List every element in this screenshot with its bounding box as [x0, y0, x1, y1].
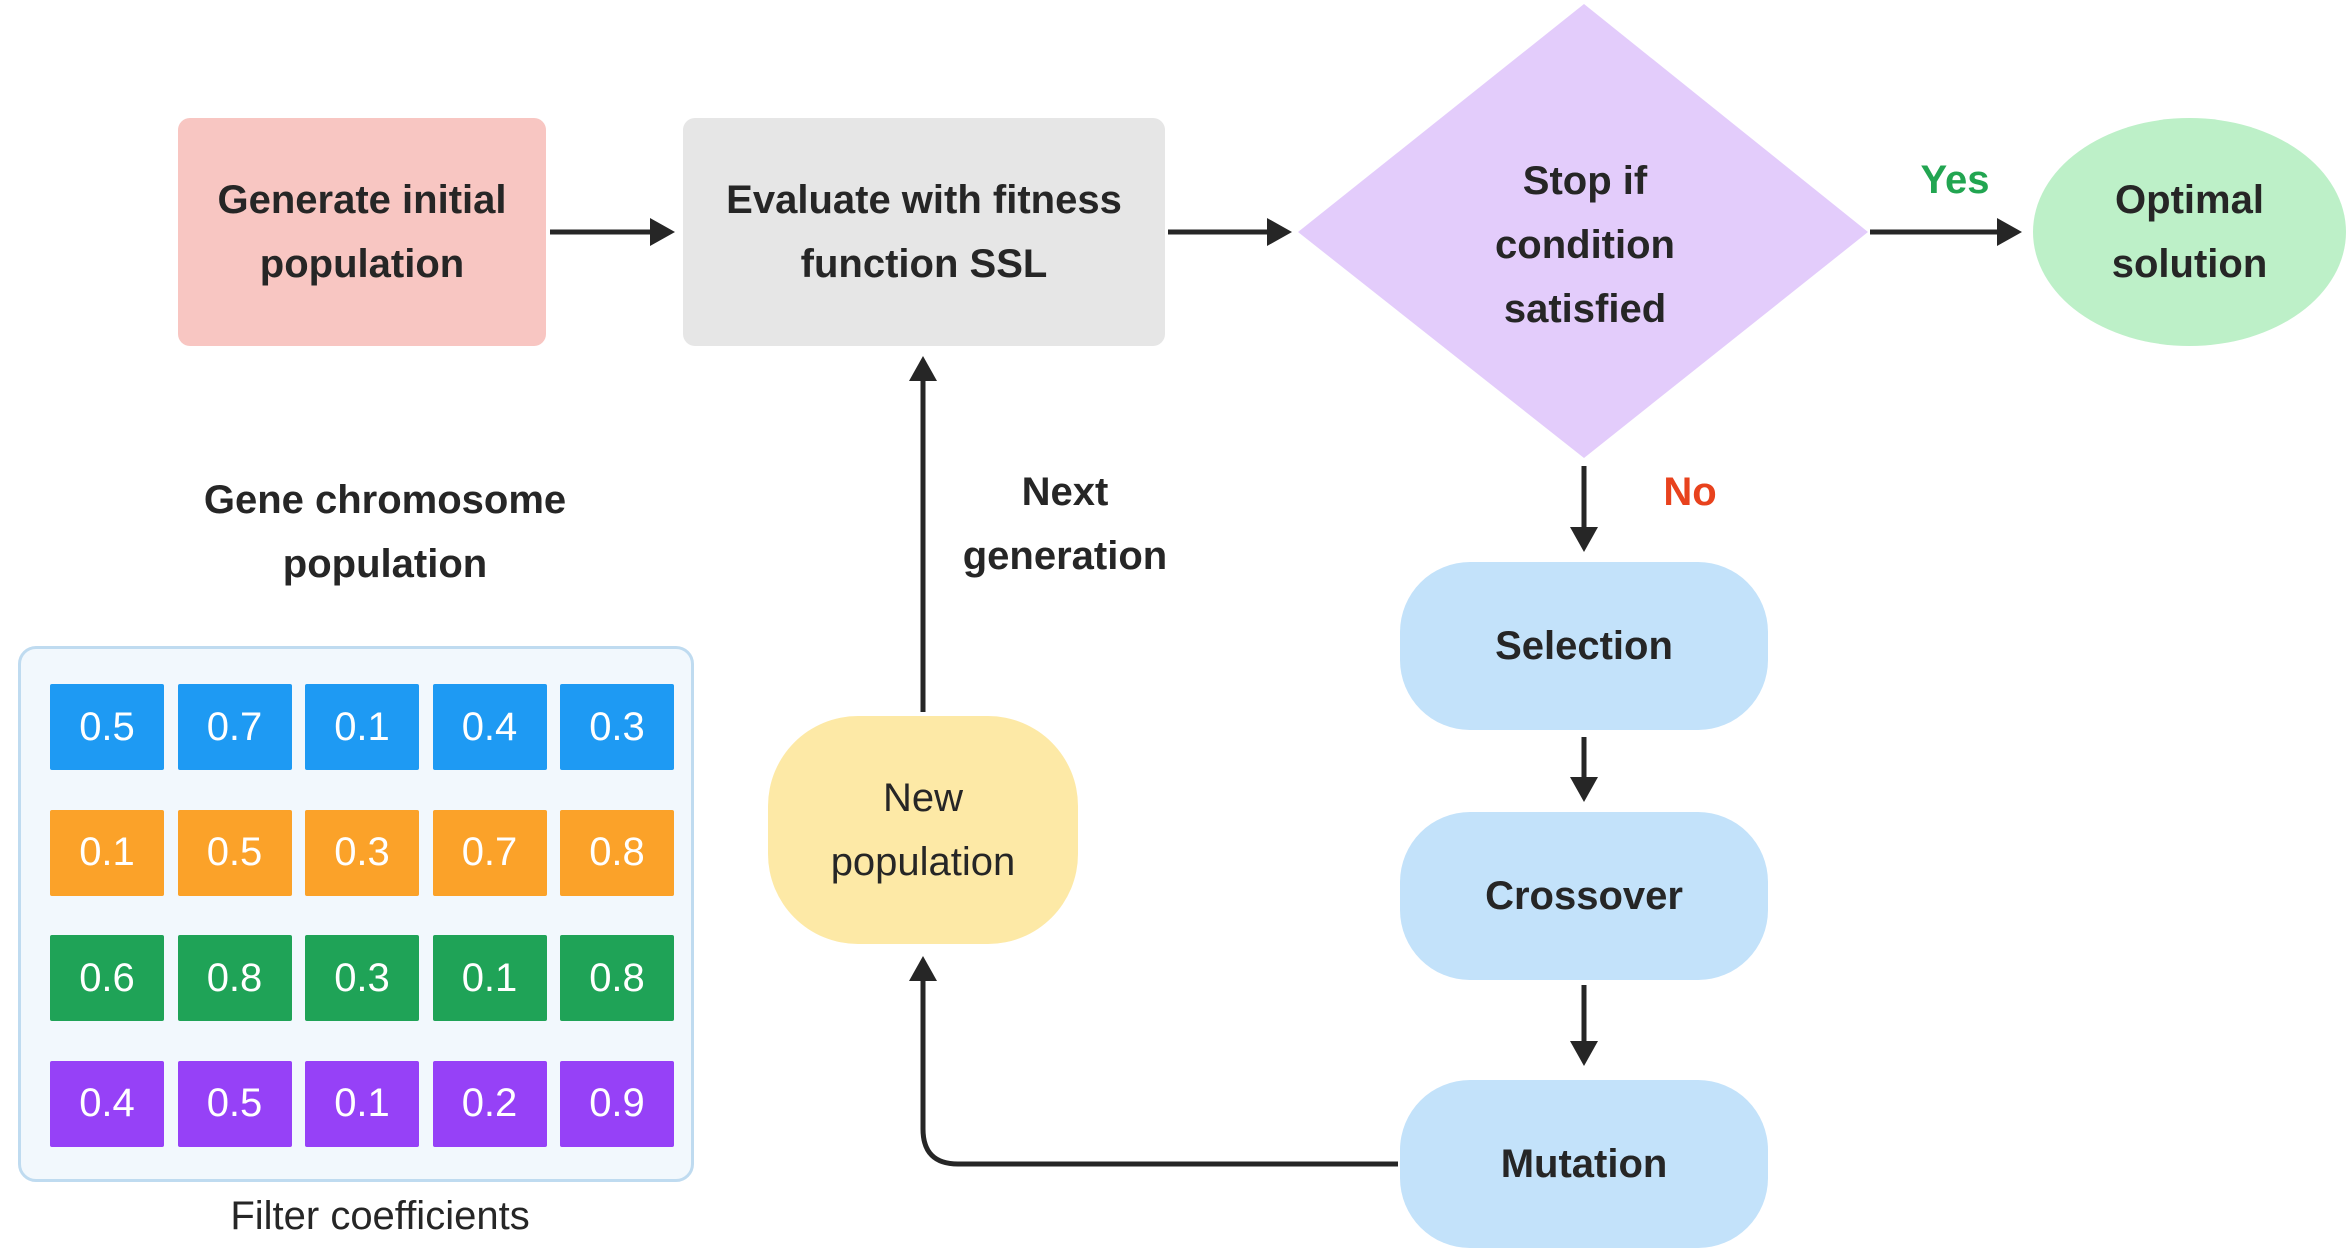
- new-population-text: New population: [830, 776, 1016, 884]
- gene-chromosome-title: Gene chromosome population: [203, 478, 567, 586]
- evaluate-fitness-text: Evaluate with fitness function SSL: [726, 178, 1122, 286]
- decision-text: Stop if condition satisfied: [1495, 159, 1675, 331]
- no-label: No: [1663, 470, 1717, 514]
- gene-cell: 0.8: [560, 809, 674, 896]
- crossover-text: Crossover: [1485, 874, 1683, 918]
- gene-cell: 0.3: [305, 809, 419, 896]
- gene-cell: 0.5: [50, 684, 164, 770]
- gene-cell: 0.6: [50, 935, 164, 1021]
- optimal-solution-text: Optimal solution: [2111, 178, 2268, 286]
- generate-initial-population-box: Generate initial population: [178, 118, 546, 346]
- gene-cell: 0.3: [560, 684, 674, 770]
- gene-cell: 0.4: [432, 684, 547, 770]
- filter-coefficients-label: Filter coefficients: [230, 1194, 530, 1238]
- gene-cell: 0.1: [305, 1060, 419, 1147]
- generate-initial-population-text: Generate initial population: [217, 178, 507, 286]
- selection-box: Selection: [1400, 562, 1768, 730]
- arrow-mutation-to-new-population: [920, 965, 1398, 1167]
- crossover-box: Crossover: [1400, 812, 1768, 980]
- gene-cell: 0.7: [177, 684, 292, 770]
- mutation-box: Mutation: [1400, 1080, 1768, 1248]
- gene-cell: 0.4: [50, 1060, 164, 1147]
- yes-label: Yes: [1920, 158, 1990, 202]
- gene-cell: 0.9: [560, 1060, 674, 1147]
- decision-diamond: [1298, 4, 1868, 458]
- gene-cell: 0.1: [50, 809, 164, 896]
- gene-cell: 0.8: [560, 935, 674, 1021]
- gene-cell: 0.1: [432, 935, 547, 1021]
- selection-text: Selection: [1495, 624, 1673, 668]
- gene-cell: 0.8: [177, 935, 292, 1021]
- gene-cell: 0.2: [432, 1060, 547, 1147]
- gene-cell: 0.5: [177, 1060, 292, 1147]
- gene-cell: 0.7: [432, 809, 547, 896]
- optimal-solution-ellipse: Optimal solution: [2033, 118, 2346, 346]
- gene-cell: 0.5: [177, 809, 292, 896]
- gene-cell: 0.3: [305, 935, 419, 1021]
- new-population-box: New population: [768, 716, 1078, 944]
- gene-cell: 0.1: [305, 684, 419, 770]
- evaluate-fitness-box: Evaluate with fitness function SSL: [683, 118, 1165, 346]
- next-generation-label: Next generation: [962, 470, 1168, 578]
- mutation-text: Mutation: [1500, 1142, 1668, 1186]
- decision-label-wrap: Stop if condition satisfied: [1405, 140, 1765, 350]
